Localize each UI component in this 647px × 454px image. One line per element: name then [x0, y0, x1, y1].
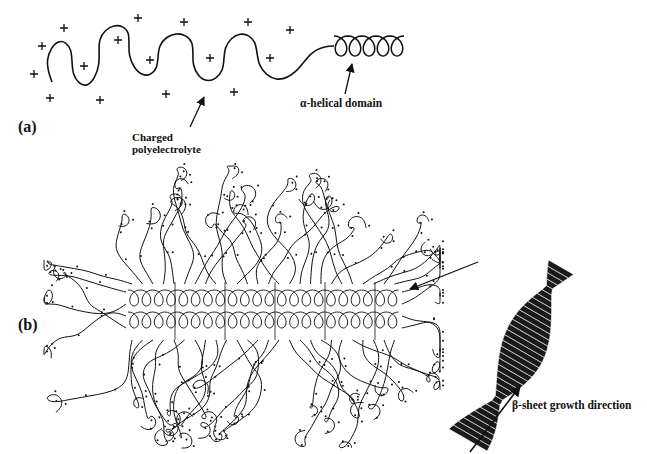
panel-label: (b) [18, 316, 38, 334]
component-label: β-sheet growth direction [512, 399, 631, 412]
leader-arrow [190, 97, 204, 127]
growth-arrow [470, 386, 520, 452]
component-label: α-helical domain [300, 97, 382, 110]
leader-arrow [410, 262, 478, 289]
alpha-helix [334, 36, 404, 56]
beta-sheet-ribbon [449, 260, 574, 451]
charge-symbols [30, 14, 294, 104]
micelle-corona [44, 163, 444, 448]
polyelectrolyte-chain [47, 26, 334, 85]
component-label: Charged polyelectrolyte [132, 131, 224, 155]
leader-arrow [345, 64, 352, 94]
helix-bundle-core [128, 282, 399, 340]
panel-label: (a) [18, 118, 37, 136]
